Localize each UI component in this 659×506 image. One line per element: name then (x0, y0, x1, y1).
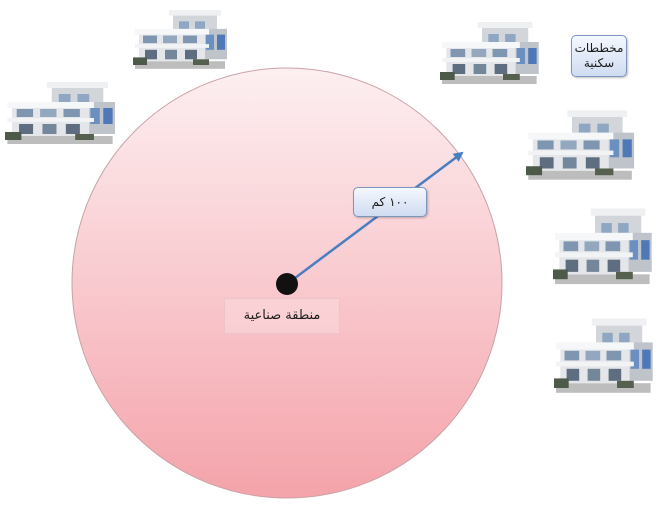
radius-arrow (286, 151, 464, 286)
residential-building-icon (133, 9, 227, 69)
residential-legend-box: مخططات سكنية (571, 35, 627, 77)
residential-building-icon (553, 208, 652, 285)
legend-line-1: مخططات (574, 41, 624, 55)
residential-building-icon (554, 318, 653, 393)
center-point (276, 273, 298, 295)
residential-building-icon (440, 22, 539, 84)
residential-building-icon (526, 110, 635, 180)
industrial-zone-label: منطقة صناعية (224, 298, 340, 334)
radius-distance-label: ١٠٠ كم (353, 187, 427, 217)
legend-line-2: سكنية (583, 56, 615, 70)
residential-building-icon (5, 82, 115, 144)
